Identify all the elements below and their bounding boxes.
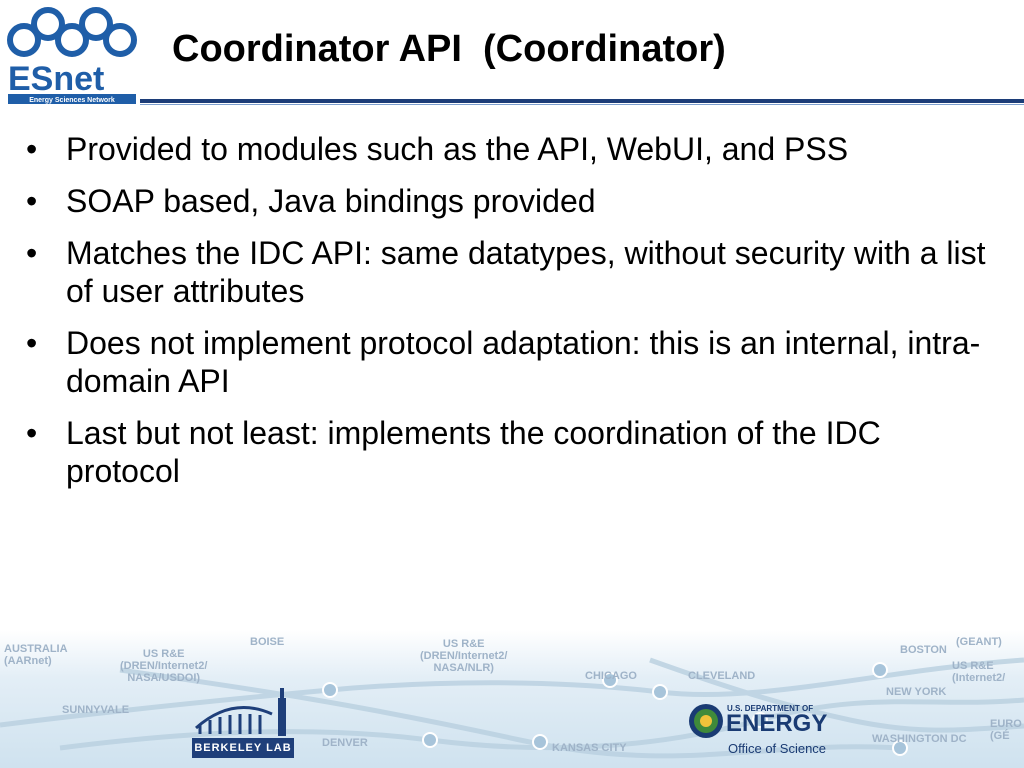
bullet-dot-icon: • xyxy=(26,183,38,219)
bullet-dot-icon: • xyxy=(26,325,38,361)
bullet-item: •Last but not least: implements the coor… xyxy=(26,415,881,489)
map-label-kansas-city: KANSAS CITY xyxy=(552,742,627,754)
network-map-background xyxy=(0,630,1024,768)
esnet-logo: ESnet Energy Sciences Network xyxy=(7,7,137,104)
map-label-denver: DENVER xyxy=(322,737,368,749)
bullet-item: •Matches the IDC API: same datatypes, wi… xyxy=(26,235,986,309)
title-rule xyxy=(140,99,1024,103)
slide-title: Coordinator API (Coordinator) xyxy=(172,28,726,70)
map-label-cleveland: CLEVELAND xyxy=(688,670,756,682)
esnet-tagline: Energy Sciences Network xyxy=(29,97,115,104)
map-label-usre-2: US R&E (DREN/Internet2/ NASA/NLR) xyxy=(420,638,508,674)
esnet-wordmark: ESnet xyxy=(8,60,104,98)
map-label-boston: BOSTON xyxy=(900,644,947,656)
berkeley-lab-logo xyxy=(195,688,286,736)
doe-seal-icon xyxy=(689,704,723,738)
doe-department-text: U.S. DEPARTMENT OF xyxy=(727,704,814,713)
map-label-chicago: CHICAGO xyxy=(585,670,637,682)
bullet-item: •SOAP based, Java bindings provided xyxy=(26,183,596,219)
title-rule-accent xyxy=(140,104,1024,105)
bullet-dot-icon: • xyxy=(26,131,38,167)
bullet-dot-icon: • xyxy=(26,235,38,271)
berkeley-lab-label: BERKELEY LAB xyxy=(192,738,294,758)
map-label-usre-3: US R&E (Internet2/ xyxy=(952,660,1006,684)
map-label-sunnyvale: SUNNYVALE xyxy=(62,704,130,716)
map-label-usre-1: US R&E (DREN/Internet2/ NASA/USDOI) xyxy=(120,648,208,684)
map-label-euro: EURO (GÉ xyxy=(990,718,1022,742)
map-label-boise: BOISE xyxy=(250,636,285,648)
map-label-new-york: NEW YORK xyxy=(886,686,947,698)
bullet-list: •Provided to modules such as the API, We… xyxy=(26,130,986,504)
bullet-item: •Provided to modules such as the API, We… xyxy=(26,131,849,167)
map-label-washington-dc: WASHINGTON DC xyxy=(872,733,967,745)
bullet-item: •Does not implement protocol adaptation:… xyxy=(26,325,981,399)
bullet-dot-icon: • xyxy=(26,415,38,451)
map-label-australia: AUSTRALIA (AARnet) xyxy=(4,643,68,667)
map-label-geant: (GEANT) xyxy=(956,636,1002,648)
doe-energy-text: ENERGY xyxy=(726,710,828,737)
doe-office-text: Office of Science xyxy=(728,741,827,756)
